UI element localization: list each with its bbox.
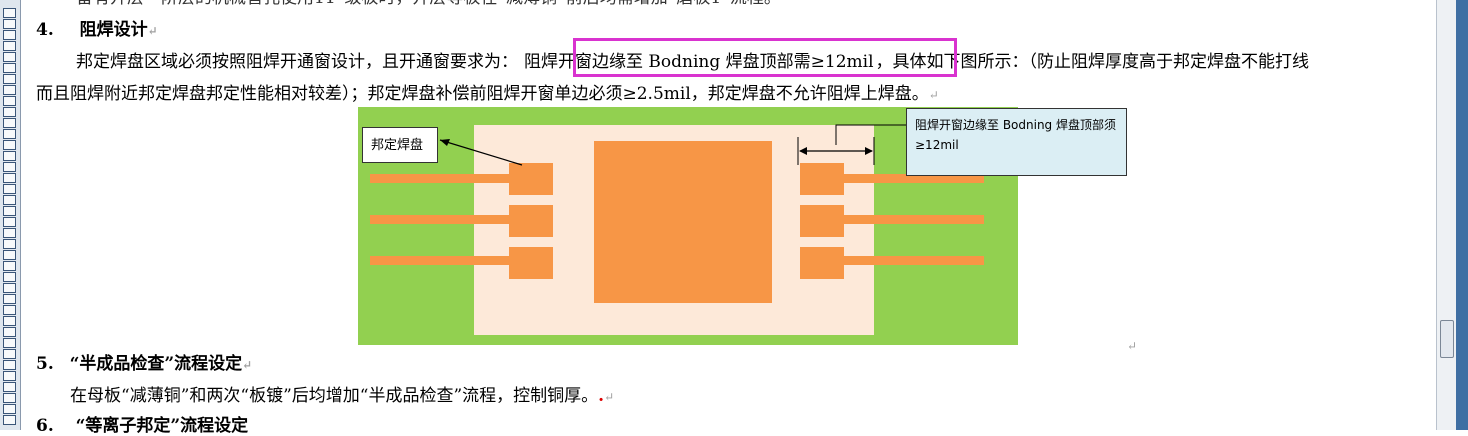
paragraph-mark: ↵ xyxy=(604,390,615,404)
highlight-box xyxy=(573,38,957,77)
strip-cell xyxy=(3,206,16,216)
top-partial-line: 备有开层一阶层的机械管孔使用11”级板时，开层等板在“减薄铜”前后均需增加“磨板… xyxy=(76,0,781,8)
red-cursor-mark: . xyxy=(598,386,605,406)
strip-cell xyxy=(3,239,16,249)
strip-cell xyxy=(3,63,16,73)
strip-cell xyxy=(3,151,16,161)
strip-cell xyxy=(3,74,16,84)
strip-cell xyxy=(3,316,16,326)
bonding-pad-left-1 xyxy=(509,163,553,195)
figure-arrows xyxy=(439,124,906,166)
strip-cell xyxy=(3,338,16,348)
paragraph-mark: ↵ xyxy=(1127,339,1138,353)
pointer-arrow-line xyxy=(439,139,523,166)
strip-cell xyxy=(3,129,16,139)
strip-cell xyxy=(3,173,16,183)
trace-right-3 xyxy=(838,256,984,265)
callout-leader-line xyxy=(835,124,906,145)
strip-cell xyxy=(3,382,16,392)
heading-5: 5. “半成品检查”流程设定↵ xyxy=(36,354,252,375)
heading-4-title: 阻焊设计 xyxy=(79,20,148,40)
trace-left-1 xyxy=(370,174,520,183)
strip-cell xyxy=(3,85,16,95)
paragraph-mark: ↵ xyxy=(242,358,253,372)
strip-cell xyxy=(3,107,16,117)
pointer-arrow-head xyxy=(440,139,450,146)
strip-cell xyxy=(3,228,16,238)
strip-cell xyxy=(3,19,16,29)
bonding-pad-left-2 xyxy=(509,205,553,237)
bonding-pad-left-3 xyxy=(509,247,553,279)
strip-cell xyxy=(3,118,16,128)
paragraph-mark: ↵ xyxy=(928,88,939,102)
left-thumbnail-strip xyxy=(0,0,21,430)
strip-cell xyxy=(3,8,16,18)
trace-left-2 xyxy=(370,215,520,224)
strip-cell xyxy=(3,52,16,62)
paragraph-text-a: 邦定焊盘区域必须按照阻焊开通窗设计，且开通窗要求为： xyxy=(76,52,518,72)
strip-cell xyxy=(3,195,16,205)
window-right-edge xyxy=(1456,0,1468,430)
bonding-pad-right-1 xyxy=(800,163,844,195)
paragraph-text-c: 而且阻焊附近邦定焊盘邦定性能相对较差）；邦定焊盘补偿前阻焊开窗单边必须≥2.5m… xyxy=(36,84,929,104)
trace-right-1 xyxy=(838,174,984,183)
center-pad xyxy=(594,141,772,303)
strip-cell xyxy=(3,41,16,51)
strip-cell xyxy=(3,360,16,370)
strip-cell xyxy=(3,250,16,260)
strip-cell xyxy=(3,404,16,414)
strip-cell xyxy=(3,349,16,359)
heading-5-title: “半成品检查”流程设定 xyxy=(69,354,243,374)
paragraph-text-b: ，具体如下图所示：（防止阻焊厚度高于邦定焊盘不能打线 xyxy=(875,52,1310,72)
pcb-figure: 邦定焊盘 xyxy=(358,107,1018,345)
bonding-pad-right-3 xyxy=(800,247,844,279)
callout-mask-edge: 阻焊开窗边缘至 Bodning 焊盘顶部须≥12mil xyxy=(906,108,1127,176)
highlighted-requirement: 阻焊开窗边缘至 Bodning 焊盘顶部需≥12mil xyxy=(524,52,874,72)
bonding-pad-right-2 xyxy=(800,205,844,237)
paragraph-text-d: 在母板“减薄铜”和两次“板镀”后均增加“半成品检查”流程，控制铜厚。 xyxy=(70,386,599,406)
strip-cell xyxy=(3,30,16,40)
paragraph-line-3: 在母板“减薄铜”和两次“板镀”后均增加“半成品检查”流程，控制铜厚。.↵ xyxy=(70,386,614,407)
strip-cell xyxy=(3,162,16,172)
strip-cell xyxy=(3,327,16,337)
strip-cell xyxy=(3,272,16,282)
heading-5-number: 5. xyxy=(36,354,54,374)
vertical-scrollbar[interactable] xyxy=(1436,0,1457,430)
heading-6-number: 6. xyxy=(36,416,54,436)
paragraph-mark: ↵ xyxy=(147,24,158,38)
callout-mask-edge-text: 阻焊开窗边缘至 Bodning 焊盘顶部须≥12mil xyxy=(915,118,1116,152)
paragraph-line-2: 而且阻焊附近邦定焊盘邦定性能相对较差）；邦定焊盘补偿前阻焊开窗单边必须≥2.5m… xyxy=(36,84,939,105)
dimension-arrow-left xyxy=(799,147,807,155)
strip-cell xyxy=(3,415,16,425)
heading-4-number: 4. xyxy=(36,20,54,40)
dimension-arrow-right xyxy=(865,147,873,155)
strip-cell xyxy=(3,184,16,194)
strip-cell xyxy=(3,283,16,293)
heading-6: 6. “等离子邦定”流程设定 xyxy=(36,416,248,436)
strip-cell xyxy=(3,305,16,315)
heading-6-title: “等离子邦定”流程设定 xyxy=(75,416,249,436)
callout-bonding-pad: 邦定焊盘 xyxy=(362,127,438,163)
paragraph-line-1: 邦定焊盘区域必须按照阻焊开通窗设计，且开通窗要求为： 阻焊开窗边缘至 Bodnin… xyxy=(76,52,1309,72)
strip-cell xyxy=(3,261,16,271)
heading-4: 4. 阻焊设计↵ xyxy=(36,20,158,41)
trace-left-3 xyxy=(370,256,520,265)
strip-cell xyxy=(3,294,16,304)
strip-cell xyxy=(3,371,16,381)
strip-cell xyxy=(3,393,16,403)
scrollbar-thumb[interactable] xyxy=(1440,320,1454,358)
strip-cell xyxy=(3,140,16,150)
trace-right-2 xyxy=(838,215,984,224)
strip-cell xyxy=(3,217,16,227)
strip-cell xyxy=(3,96,16,106)
